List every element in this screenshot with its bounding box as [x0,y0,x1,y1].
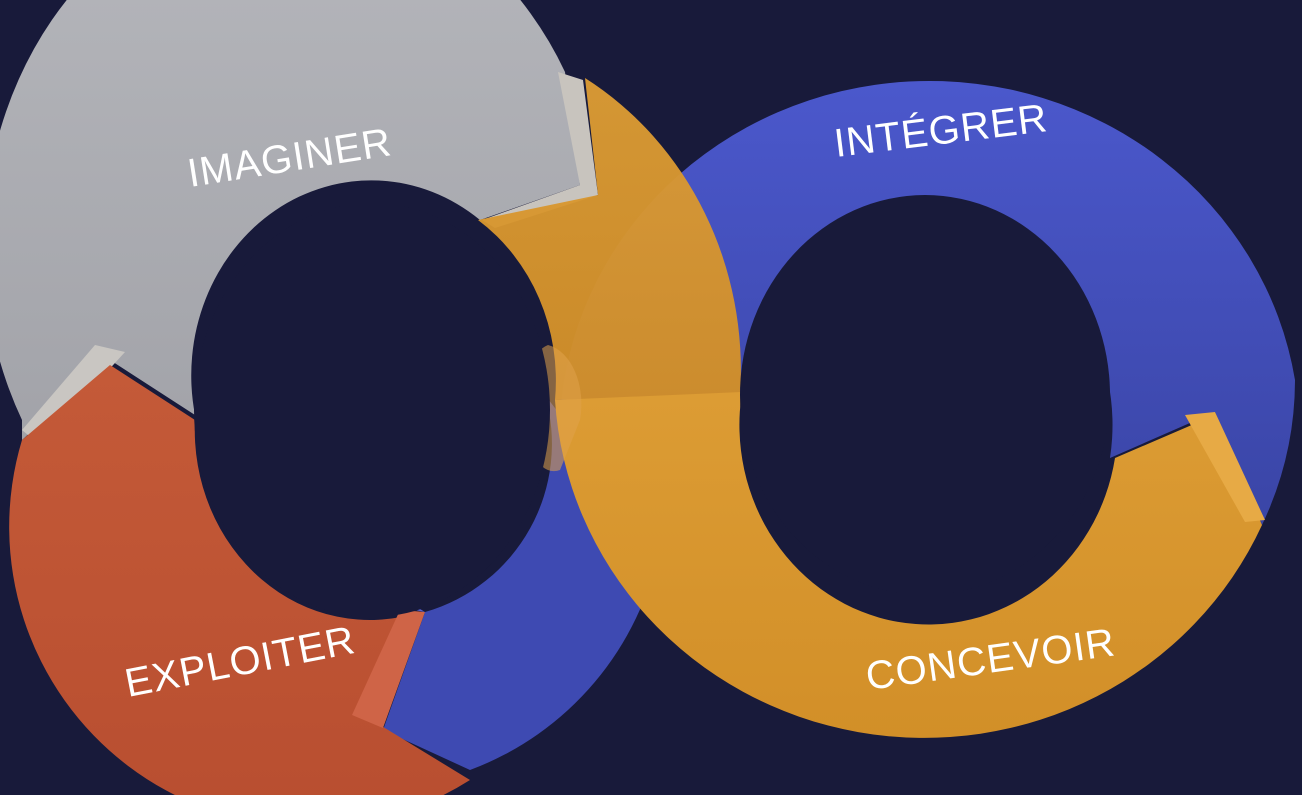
segment-exploiter [9,365,470,795]
segment-integrer-shape [555,80,1295,526]
segment-concevoir-crossing [478,78,741,400]
segment-concevoir-shape [555,392,1262,738]
segment-exploiter-arrow-edge [352,610,425,728]
segment-imaginer-arrow-edge [482,72,598,228]
segment-exploiter-shape [9,365,470,795]
segment-concevoir-arrow-edge [1185,412,1265,522]
left-ring-hole [194,203,550,617]
segment-imaginer-shape [0,0,580,440]
right-ring-hole [740,195,1110,595]
